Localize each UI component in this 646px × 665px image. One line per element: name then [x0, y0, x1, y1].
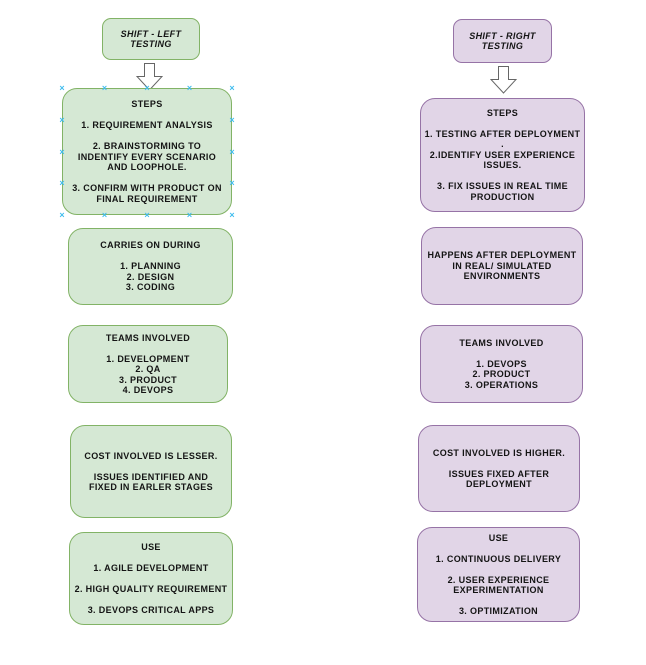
- text-line: [73, 573, 229, 584]
- connection-point-icon[interactable]: [58, 148, 66, 156]
- text-line: AND LOOPHOLE.: [107, 162, 187, 172]
- connection-point-icon[interactable]: [228, 84, 236, 92]
- text-line: 2. PRODUCT: [472, 369, 531, 380]
- text-line: [424, 171, 581, 182]
- text-line: 3. FIX ISSUES IN REAL TIME: [437, 181, 568, 192]
- text-line: [66, 173, 228, 184]
- text-line: [66, 131, 228, 142]
- text-line: 2. DESIGN: [126, 271, 175, 282]
- text-line: [421, 543, 576, 554]
- text-line: USE: [141, 541, 161, 552]
- connection-point-icon[interactable]: [58, 84, 66, 92]
- text-line: 3. OPERATIONS: [464, 379, 539, 390]
- connection-point-icon[interactable]: [58, 116, 66, 124]
- text-line: [422, 458, 576, 469]
- text-line: 1. REQUIREMENT ANALYSIS: [81, 120, 213, 130]
- connection-point-icon[interactable]: [186, 84, 194, 92]
- text-line: 2. USER EXPERIENCE: [447, 574, 550, 585]
- text-line: DEPLOYMENT: [465, 479, 532, 489]
- connection-point-icon[interactable]: [101, 84, 109, 92]
- text-line: 3. PRODUCT: [118, 374, 177, 385]
- text-line: TESTING: [481, 41, 524, 51]
- text-line: SHIFT - LEFT: [120, 28, 182, 39]
- text-line: TEAMS INVOLVED: [105, 332, 191, 343]
- left-use-box[interactable]: USE 1. AGILE DEVELOPMENT 2. HIGH QUALITY R…: [69, 532, 233, 625]
- down-arrow-icon[interactable]: [490, 66, 517, 94]
- text-line: FIXED IN EARLER STAGES: [88, 482, 214, 492]
- right-steps-box[interactable]: STEPS 1. TESTING AFTER DEPLOYMENT.2.IDENT…: [420, 98, 585, 212]
- text-line: 2. BRAINSTORMING TO: [92, 141, 202, 151]
- text-line: COST INVOLVED IS LESSER.: [84, 450, 218, 461]
- down-arrow-icon[interactable]: [136, 63, 163, 91]
- connection-point-icon[interactable]: [58, 211, 66, 219]
- text-line: 3. OPTIMIZATION: [458, 606, 539, 616]
- text-line: 1. PLANNING: [120, 261, 181, 272]
- text-line: 1. TESTING AFTER DEPLOYMENT: [424, 128, 581, 139]
- connection-point-icon[interactable]: [228, 116, 236, 124]
- left-steps-box[interactable]: STEPS 1. REQUIREMENT ANALYSIS 2. BRAINSTOR…: [62, 88, 232, 215]
- text-line: CARRIES ON DURING: [100, 240, 201, 251]
- text-line: 3. DEVOPS CRITICAL APPS: [87, 604, 215, 615]
- text-line: ENVIRONMENTS: [463, 271, 541, 282]
- left-cost-box[interactable]: COST INVOLVED IS LESSER. ISSUES IDENTIFIE…: [70, 425, 232, 518]
- text-line: IN REAL/ SIMULATED: [452, 260, 552, 271]
- text-line: [72, 251, 229, 262]
- right-cost-box[interactable]: COST INVOLVED IS HIGHER. ISSUES FIXED AFT…: [418, 425, 580, 512]
- text-line: TESTING: [130, 39, 172, 49]
- text-line: [421, 564, 576, 575]
- text-line: 4. DEVOPS: [122, 385, 174, 395]
- text-line: HAPPENS AFTER DEPLOYMENT: [427, 250, 577, 261]
- text-line: STEPS: [486, 107, 519, 118]
- text-line: [424, 118, 581, 129]
- connection-point-icon[interactable]: [228, 148, 236, 156]
- text-line: [424, 348, 579, 359]
- text-line: FINAL REQUIREMENT: [96, 193, 198, 204]
- text-line: TEAMS INVOLVED: [459, 337, 544, 348]
- connection-point-icon[interactable]: [101, 211, 109, 219]
- text-line: [72, 343, 224, 354]
- text-line: USE: [488, 532, 509, 543]
- text-line: [73, 552, 229, 563]
- text-line: [73, 594, 229, 605]
- text-line: [421, 596, 576, 607]
- text-line: 1. AGILE DEVELOPMENT: [93, 562, 209, 573]
- text-line: SHIFT - RIGHT: [469, 30, 536, 41]
- text-line: ISSUES.: [483, 160, 522, 171]
- text-line: 2. HIGH QUALITY REQUIREMENT: [74, 583, 228, 594]
- text-line: INDENTIFY EVERY SCENARIO: [77, 151, 217, 162]
- right-use-box[interactable]: USE 1. CONTINUOUS DELIVERY 2. USER EXPERIE…: [417, 527, 580, 622]
- text-line: ISSUES FIXED AFTER: [448, 468, 550, 479]
- text-line: 3. CONFIRM WITH PRODUCT ON: [72, 183, 222, 193]
- text-line: 1. CONTINUOUS DELIVERY: [435, 553, 562, 564]
- text-line: COST INVOLVED IS HIGHER.: [432, 447, 566, 458]
- text-line: [66, 110, 228, 121]
- text-line: [74, 461, 228, 472]
- connection-point-icon[interactable]: [186, 211, 194, 219]
- text-line: .: [501, 139, 504, 150]
- text-line: STEPS: [131, 99, 163, 109]
- text-line: 3. CODING: [125, 282, 176, 293]
- connection-point-icon[interactable]: [143, 211, 151, 219]
- text-line: 2.IDENTIFY USER EXPERIENCE: [429, 149, 576, 160]
- connection-point-icon[interactable]: [143, 84, 151, 92]
- text-line: 2. QA: [135, 364, 161, 374]
- text-line: 1. DEVELOPMENT: [106, 353, 190, 364]
- connection-point-icon[interactable]: [58, 179, 66, 187]
- text-line: EXPERIMENTATION: [453, 585, 544, 595]
- text-line: 1. DEVOPS: [476, 358, 527, 369]
- text-line: PRODUCTION: [470, 191, 535, 202]
- text-line: ISSUES IDENTIFIED AND: [93, 471, 209, 482]
- connection-point-icon[interactable]: [228, 179, 236, 187]
- connection-point-icon[interactable]: [228, 211, 236, 219]
